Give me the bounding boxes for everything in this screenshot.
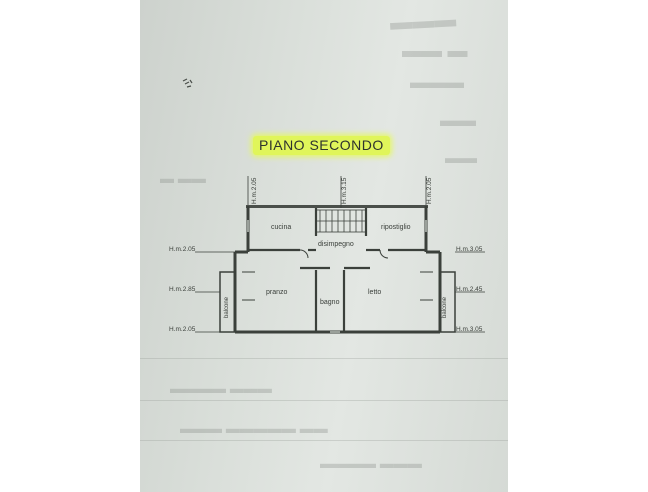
bleed-through-line xyxy=(140,400,508,401)
bleed-through-text: ▬▬▬ xyxy=(410,72,464,92)
room-label-disimpegno: disimpegno xyxy=(318,241,354,248)
room-label-letto: letto xyxy=(368,289,381,296)
balcony-label-left: balcone xyxy=(224,296,230,318)
title-highlight: PIANO SECONDO xyxy=(253,136,390,155)
bleed-through-text: ▬▬ ▬ xyxy=(402,40,468,62)
ink-mark xyxy=(182,78,193,88)
internal-walls xyxy=(248,208,426,332)
height-right-lower: H.m.3.05 xyxy=(456,326,483,333)
balcony-label-right: balcone xyxy=(442,296,448,318)
bleed-through-line xyxy=(140,440,508,441)
bleed-through-text: ▬▬ xyxy=(445,150,477,167)
height-left-middle: H.m.2.85 xyxy=(169,286,196,293)
height-top-center: H.m.3.15 xyxy=(341,177,348,204)
bleed-through-text: ▬▬▬▬ ▬▬▬ xyxy=(320,455,422,471)
page-title: PIANO SECONDO xyxy=(253,136,390,155)
height-left-upper: H.m.2.05 xyxy=(169,246,196,253)
height-right-upper: H.m.3.05 xyxy=(456,246,483,253)
room-label-cucina: cucina xyxy=(271,224,291,231)
room-label-bagno: bagno xyxy=(320,299,340,306)
bleed-through-text: ▬ ▬▬ xyxy=(160,170,206,186)
bleed-through-text: ▬▬▬▬ ▬▬▬ xyxy=(170,380,272,396)
stair xyxy=(315,209,367,233)
bleed-through-text: ▬▬▬ ▬▬▬▬▬ ▬▬ xyxy=(180,420,328,436)
bleed-through-text: ▬▬ xyxy=(440,110,476,130)
room-label-ripostiglio: ripostiglio xyxy=(381,224,411,231)
balconies xyxy=(219,271,456,333)
height-top-right: H.m.2.05 xyxy=(426,177,433,204)
height-left-lower: H.m.2.05 xyxy=(169,326,196,333)
floor-plan: cucina disimpegno ripostiglio pranzo bag… xyxy=(169,176,485,334)
room-label-pranzo: pranzo xyxy=(266,289,288,296)
leader-lines xyxy=(195,176,485,333)
height-right-middle: H.m.2.45 xyxy=(456,286,483,293)
bleed-through-line xyxy=(140,358,508,359)
doors xyxy=(242,249,433,301)
wall xyxy=(246,205,428,208)
height-top-left: H.m.2.05 xyxy=(251,177,258,204)
document-sheet: ▬▬▬ ▬▬ ▬ ▬▬▬ ▬▬ ▬▬ ▬ ▬▬ ▬▬▬▬ ▬▬▬ ▬▬▬ ▬▬▬… xyxy=(140,0,508,492)
windows xyxy=(247,220,427,333)
